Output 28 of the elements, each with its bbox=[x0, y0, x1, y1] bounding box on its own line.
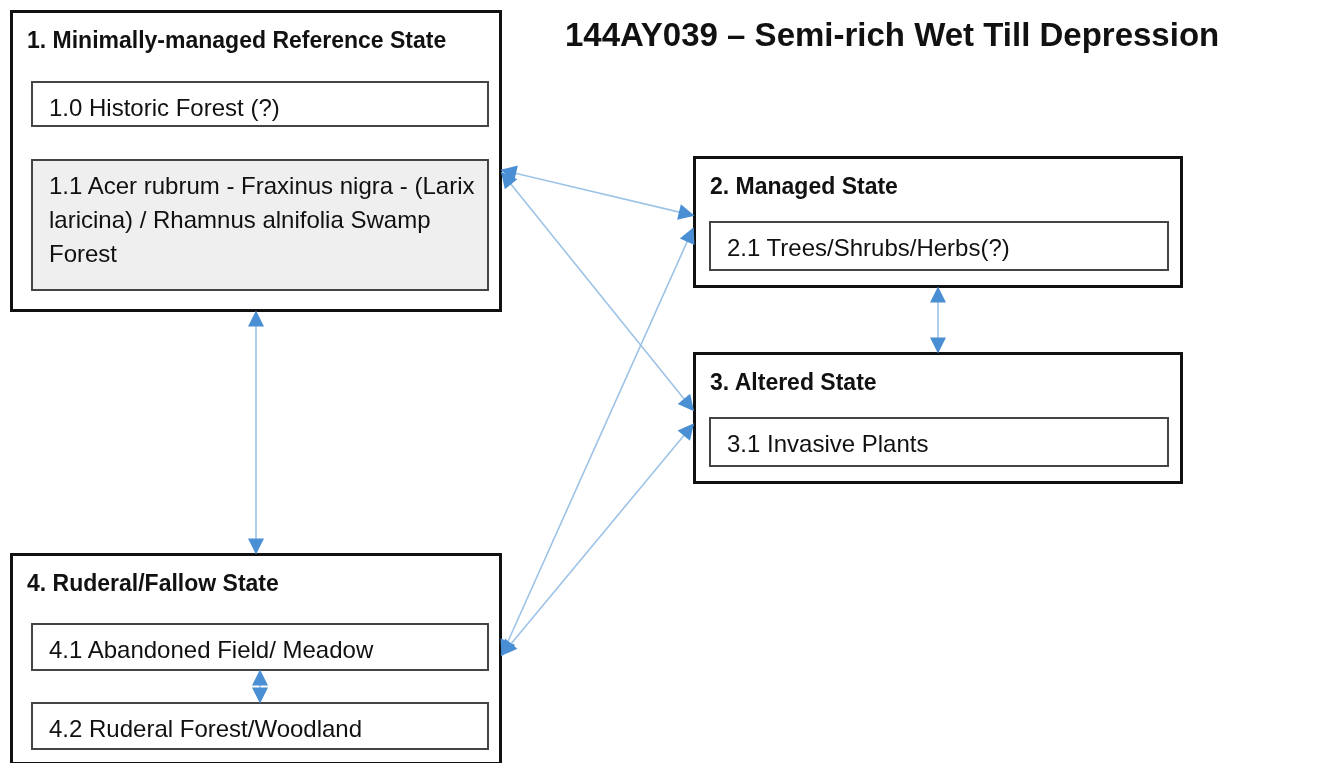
state-box bbox=[693, 156, 1183, 288]
double-arrow bbox=[500, 165, 695, 220]
community-label: 2.1 Trees/Shrubs/Herbs(?) bbox=[727, 233, 1011, 263]
state-heading: 4. Ruderal/Fallow State bbox=[27, 570, 279, 597]
double-arrow bbox=[500, 227, 695, 657]
community-label: 1.0 Historic Forest (?) bbox=[49, 93, 281, 123]
community-box bbox=[31, 702, 489, 750]
state-box bbox=[10, 10, 502, 312]
state-heading: 1. Minimally-managed Reference State bbox=[27, 27, 447, 54]
double-arrow bbox=[252, 669, 268, 704]
community-label: 4.2 Ruderal Forest/Woodland bbox=[49, 714, 364, 744]
community-box bbox=[709, 417, 1169, 467]
community-box bbox=[31, 623, 489, 671]
double-arrow bbox=[501, 423, 694, 656]
community-box bbox=[709, 221, 1169, 271]
state-box bbox=[10, 553, 502, 763]
state-box bbox=[693, 352, 1183, 484]
community-box bbox=[31, 159, 489, 291]
community-label: 3.1 Invasive Plants bbox=[727, 429, 930, 459]
community-label: 4.1 Abandoned Field/ Meadow bbox=[49, 635, 375, 665]
state-heading: 3. Altered State bbox=[710, 369, 877, 396]
double-arrow bbox=[248, 310, 264, 555]
community-label: 1.1 Acer rubrum - Fraxinus nigra - (Larix laricina) / Rhamnus alnifolia Swamp Forest bbox=[49, 171, 476, 269]
state-heading: 2. Managed State bbox=[710, 173, 898, 200]
double-arrow bbox=[501, 171, 694, 412]
community-box bbox=[31, 81, 489, 127]
diagram-title: 144AY039 – Semi-rich Wet Till Depression bbox=[565, 16, 1220, 54]
double-arrow bbox=[930, 286, 946, 354]
